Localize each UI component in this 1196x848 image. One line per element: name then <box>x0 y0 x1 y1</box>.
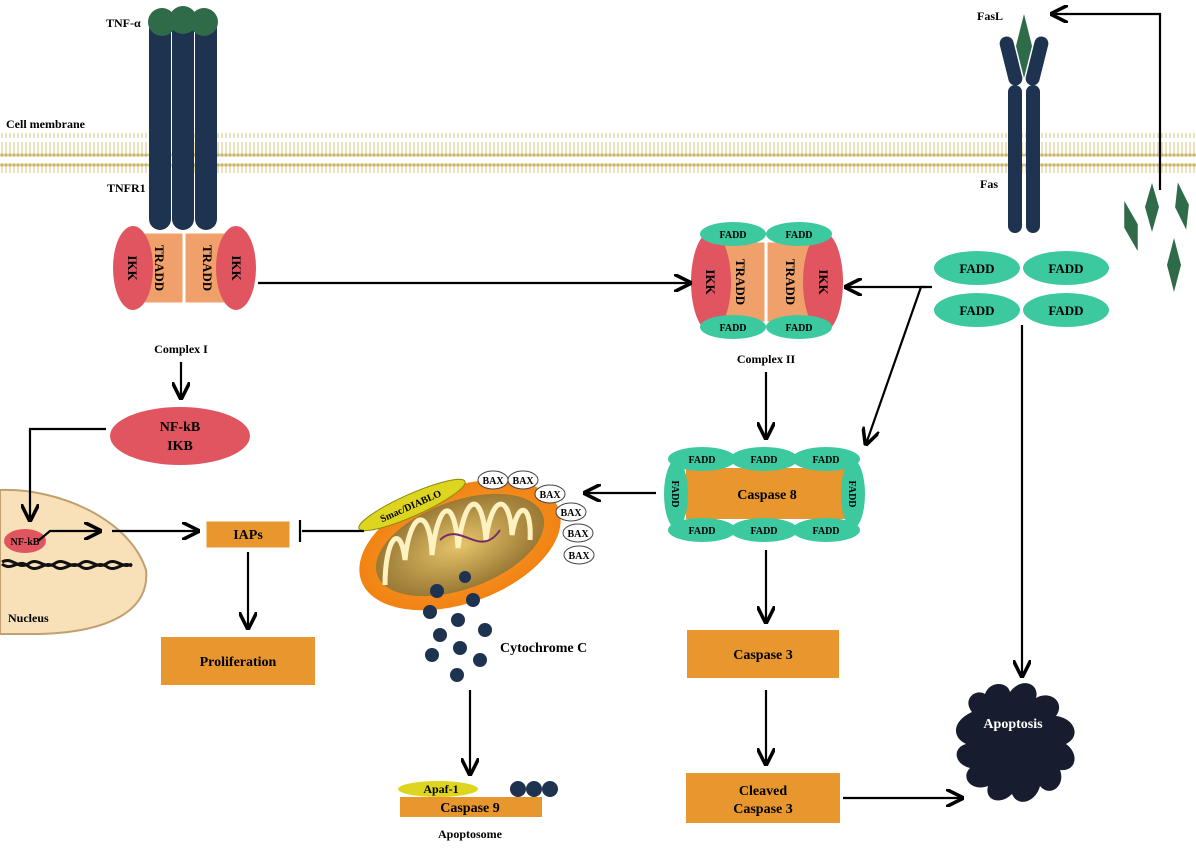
bax-2: BAX <box>512 476 534 487</box>
cleaved-caspase3-line2: Caspase 3 <box>733 802 793 817</box>
complex-ii-label: Complex II <box>737 352 796 366</box>
free-fasl-ligands <box>1124 182 1189 292</box>
nfkb-ikb-line1: NF-kB <box>160 420 200 435</box>
apoptotic-cell <box>955 683 1075 802</box>
caspase8-fadd-bottom-1: FADD <box>688 526 715 537</box>
bax-5: BAX <box>567 529 589 540</box>
fas-label: Fas <box>980 177 998 191</box>
caspase8-fadd-top-3: FADD <box>812 455 839 466</box>
caspase8-fadd-right: FADD <box>846 480 857 507</box>
complex-i <box>113 226 256 310</box>
cleaved-caspase3-line1: Cleaved <box>739 784 787 799</box>
mitochondrion <box>358 478 561 611</box>
caspase3-label: Caspase 3 <box>733 648 793 663</box>
nucleus <box>0 488 148 635</box>
complex-i-ikk-left: IKK <box>125 255 140 281</box>
fadd-cluster-1: FADD <box>959 261 994 276</box>
bax-3: BAX <box>539 490 561 501</box>
iaps-label: IAPs <box>233 528 263 543</box>
complex-ii-tradd-right: TRADD <box>783 259 798 305</box>
caspase8-fadd-bottom-3: FADD <box>812 526 839 537</box>
iaps-box <box>205 520 291 549</box>
tnf-alpha-ligand <box>148 6 218 36</box>
nucleus-label: Nucleus <box>8 611 49 625</box>
tnfr1-receptor <box>149 18 217 230</box>
complex-ii-tradd-left: TRADD <box>733 259 748 305</box>
proliferation-label: Proliferation <box>200 655 277 670</box>
cleaved-caspase3-box <box>686 773 840 823</box>
apoptosome <box>398 781 558 817</box>
caspase9-label: Caspase 9 <box>440 801 500 816</box>
nfkb-ikb-complex <box>110 407 250 465</box>
caspase8-fadd-bottom-2: FADD <box>750 526 777 537</box>
tnfr1-label: TNFR1 <box>107 181 146 195</box>
fadd-cluster-2: FADD <box>1048 261 1083 276</box>
smac-inhibits-iaps <box>298 520 364 542</box>
fadd-cluster-3: FADD <box>959 303 994 318</box>
cytochrome-c-label: Cytochrome C <box>500 641 587 656</box>
cytochrome-c-molecules <box>423 571 492 682</box>
complex-i-ikk-right: IKK <box>229 255 244 281</box>
caspase8-complex <box>664 447 865 542</box>
apaf1-label: Apaf-1 <box>423 782 458 796</box>
complex-ii-fadd-tr: FADD <box>785 230 812 241</box>
complex-ii-fadd-bl: FADD <box>719 323 746 334</box>
apoptosome-label: Apoptosome <box>438 827 503 841</box>
complex-ii-ikk-left: IKK <box>703 269 718 295</box>
caspase3-box <box>687 630 839 678</box>
caspase8-fadd-left: FADD <box>669 480 680 507</box>
fasl-ligand <box>1016 14 1032 78</box>
complex-i-tradd-left: TRADD <box>152 245 167 291</box>
complex-i-tradd-right: TRADD <box>200 245 215 291</box>
tnf-alpha-label: TNF-α <box>106 16 141 30</box>
fasl-label: FasL <box>977 9 1003 23</box>
caspase8-label: Caspase 8 <box>737 488 797 503</box>
nfkb-ikb-line2: IKB <box>167 439 193 454</box>
complex-i-label: Complex I <box>154 342 208 356</box>
fadd-cluster-4: FADD <box>1048 303 1083 318</box>
caspase8-fadd-top-1: FADD <box>688 455 715 466</box>
complex-ii-fadd-br: FADD <box>785 323 812 334</box>
fas-receptor <box>999 36 1049 233</box>
bax-1: BAX <box>482 476 504 487</box>
caspase8-fadd-top-2: FADD <box>750 455 777 466</box>
bax-6: BAX <box>568 551 590 562</box>
fadd-cluster <box>934 251 1109 327</box>
proliferation-box <box>161 637 315 685</box>
pathway-arrows <box>30 14 1162 798</box>
cell-membrane-label: Cell membrane <box>6 117 86 131</box>
apoptosis-label: Apoptosis <box>983 717 1043 732</box>
bax-proteins <box>477 470 595 565</box>
bax-4: BAX <box>560 508 582 519</box>
nucleus-nfkb-label: NF-kB <box>11 537 40 548</box>
complex-ii-ikk-right: IKK <box>816 269 831 295</box>
complex-ii <box>691 222 843 339</box>
complex-ii-fadd-tl: FADD <box>719 230 746 241</box>
